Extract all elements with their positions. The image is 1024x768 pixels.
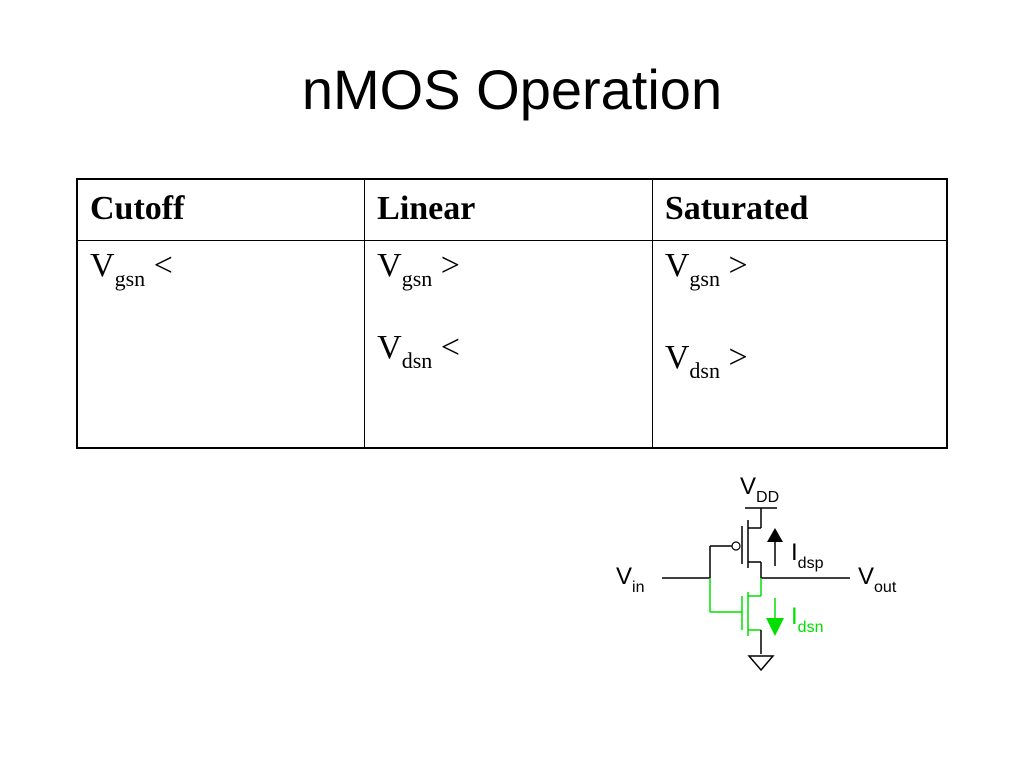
header-cutoff: Cutoff [76,178,366,241]
pmos-transistor [710,520,762,578]
nmos-transistor [709,578,762,654]
page-title: nMOS Operation [301,58,723,121]
operation-regions-table: Cutoff Linear Saturated Vgsn < Vgsn > Vd… [76,178,948,449]
header-saturated: Saturated [651,178,948,241]
vin-label: Vin [616,563,644,596]
vout-label: Vout [858,563,897,596]
vdd-label: VDD [740,473,779,506]
inverter-circuit: VDD Idsp Idsn Vin [616,473,897,672]
table-header-row: Cutoff Linear Saturated [76,178,948,241]
linear-vdsn-condition: Vdsn < [377,329,460,373]
header-linear: Linear [364,178,653,241]
idsn-arrow-icon [766,598,784,636]
cell-cutoff: Vgsn < [76,240,366,449]
cell-linear: Vgsn > Vdsn < [364,240,653,449]
linear-vgsn-condition: Vgsn > [377,247,460,291]
idsp-arrow-icon [767,528,783,566]
ground-icon [747,655,775,672]
idsn-label: Idsn [791,603,823,636]
saturated-vgsn-condition: Vgsn > [664,247,748,291]
idsp-label: Idsp [791,539,824,572]
pmos-gate-bubble [731,541,741,551]
table-row: Vgsn < Vgsn > Vdsn < Vgsn > Vdsn > [76,240,948,449]
cutoff-vgsn-condition: Vgsn < [90,247,173,291]
cell-saturated: Vgsn > Vdsn > [651,240,948,449]
saturated-vdsn-condition: Vdsn > [664,339,748,383]
